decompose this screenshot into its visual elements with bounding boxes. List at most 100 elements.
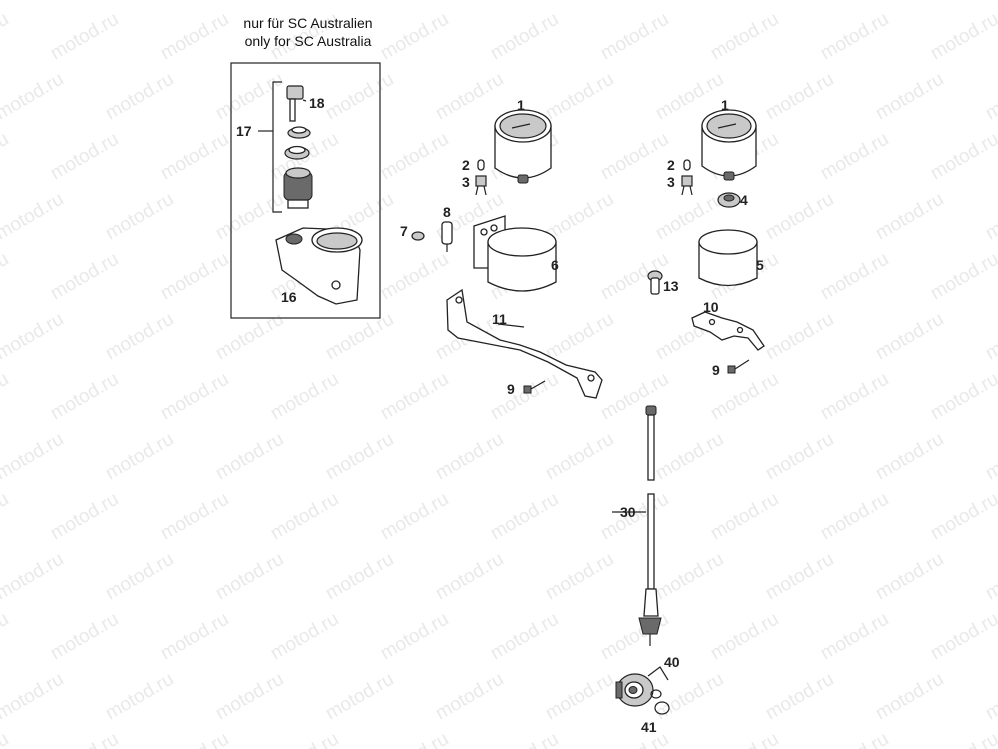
- circlip-part: [650, 689, 670, 715]
- watermark-text: motod.ru: [102, 69, 177, 125]
- speedometer-cable-part: [638, 405, 662, 646]
- callout-18: 18: [309, 95, 325, 111]
- watermark-text: motod.ru: [652, 0, 727, 4]
- watermark-text: motod.ru: [102, 189, 177, 245]
- watermark-text: motod.ru: [322, 0, 397, 4]
- watermark-text: motod.ru: [817, 249, 892, 305]
- watermark-text: motod.ru: [872, 309, 947, 365]
- screw-part: [523, 380, 546, 394]
- watermark-text: motod.ru: [597, 369, 672, 425]
- watermark-text: motod.ru: [0, 9, 12, 65]
- watermark-text: motod.ru: [212, 429, 287, 485]
- watermark-text: motod.ru: [212, 549, 287, 605]
- watermark-text: motod.ru: [982, 669, 998, 725]
- callout-41: 41: [641, 719, 657, 735]
- indicator-plug-part: [441, 221, 453, 252]
- watermark-text: motod.ru: [597, 729, 672, 749]
- watermark-text: motod.ru: [927, 9, 998, 65]
- watermark-text: motod.ru: [322, 549, 397, 605]
- screw-part: [727, 359, 750, 374]
- watermark-text: motod.ru: [0, 309, 67, 365]
- watermark-text: motod.ru: [432, 0, 507, 4]
- callout-10: 10: [703, 299, 719, 315]
- watermark-text: motod.ru: [487, 609, 562, 665]
- speedometer-cable-group: [615, 405, 670, 715]
- inset-note-german: nur für SC Australien: [243, 15, 372, 31]
- watermark-text: motod.ru: [432, 669, 507, 725]
- watermark-text: motod.ru: [377, 369, 452, 425]
- watermark-text: motod.ru: [927, 369, 998, 425]
- inset-frame: [230, 62, 381, 319]
- watermark-text: motod.ru: [542, 69, 617, 125]
- watermark-text: motod.ru: [157, 369, 232, 425]
- callout-40: 40: [664, 654, 680, 670]
- watermark-text: motod.ru: [377, 729, 452, 749]
- watermark-text: motod.ru: [707, 729, 782, 749]
- bulb-and-socket-part: [475, 159, 487, 196]
- watermark-text: motod.ru: [542, 0, 617, 4]
- mounting-plate-part: [691, 311, 765, 351]
- watermark-text: motod.ru: [0, 429, 67, 485]
- watermark-text: motod.ru: [982, 69, 998, 125]
- watermark-text: motod.ru: [267, 729, 342, 749]
- watermark-text: motod.ru: [762, 0, 837, 4]
- watermark-text: motod.ru: [47, 489, 122, 545]
- watermark-text: motod.ru: [157, 729, 232, 749]
- watermark-text: motod.ru: [322, 309, 397, 365]
- callout-8: 8: [443, 204, 451, 220]
- switch-housing-part: [275, 227, 363, 305]
- watermark-text: motod.ru: [0, 609, 12, 665]
- watermark-text: motod.ru: [982, 429, 998, 485]
- watermark-text: motod.ru: [762, 669, 837, 725]
- watermark-text: motod.ru: [542, 309, 617, 365]
- watermark-text: motod.ru: [817, 609, 892, 665]
- speedometer-drive-part: [615, 673, 654, 707]
- watermark-text: motod.ru: [487, 489, 562, 545]
- watermark-text: motod.ru: [762, 189, 837, 245]
- watermark-text: motod.ru: [267, 369, 342, 425]
- watermark-text: motod.ru: [817, 729, 892, 749]
- watermark-text: motod.ru: [157, 129, 232, 185]
- watermark-text: motod.ru: [377, 249, 452, 305]
- callout-2-left: 2: [462, 157, 470, 173]
- watermark-text: motod.ru: [0, 729, 12, 749]
- watermark-text: motod.ru: [322, 429, 397, 485]
- callout-6: 6: [551, 257, 559, 273]
- callout-2-right: 2: [667, 157, 675, 173]
- callout-1-left: 1: [517, 97, 525, 113]
- rubber-cap-part: [411, 231, 425, 241]
- gauge-bracket-part: [446, 288, 603, 399]
- watermark-text: motod.ru: [0, 249, 12, 305]
- callout-labels: 18 17 16 1 2 3 7 8 6 11 9 1 2 3 4 5 13 1…: [236, 95, 764, 735]
- watermark-text: motod.ru: [267, 609, 342, 665]
- watermark-text: motod.ru: [487, 369, 562, 425]
- callout-4: 4: [740, 192, 748, 208]
- watermark-text: motod.ru: [377, 609, 452, 665]
- watermark-text: motod.ru: [927, 129, 998, 185]
- watermark-text: motod.ru: [47, 249, 122, 305]
- watermark-text: motod.ru: [872, 669, 947, 725]
- gauge-cup-part: [698, 229, 758, 287]
- watermark-text: motod.ru: [982, 0, 998, 4]
- watermark-text: motod.ru: [377, 489, 452, 545]
- watermark-text: motod.ru: [927, 489, 998, 545]
- watermark-text: motod.ru: [47, 369, 122, 425]
- watermark-text: motod.ru: [487, 9, 562, 65]
- watermark-text: motod.ru: [102, 669, 177, 725]
- callout-5: 5: [756, 257, 764, 273]
- seal-rings-part: [284, 126, 311, 160]
- callout-7: 7: [400, 223, 408, 239]
- speedometer-gauge-part: [701, 109, 757, 181]
- watermark-text: motod.ru: [102, 549, 177, 605]
- callout-9-right: 9: [712, 362, 720, 378]
- ignition-key-part: [286, 85, 307, 122]
- watermark-text: motod.ru: [982, 549, 998, 605]
- callout-13: 13: [663, 278, 679, 294]
- watermark-text: motod.ru: [762, 69, 837, 125]
- watermark-text: motod.ru: [817, 9, 892, 65]
- callout-16: 16: [281, 289, 297, 305]
- watermark-text: motod.ru: [157, 489, 232, 545]
- callout-17: 17: [236, 123, 252, 139]
- watermark-text: motod.ru: [652, 549, 727, 605]
